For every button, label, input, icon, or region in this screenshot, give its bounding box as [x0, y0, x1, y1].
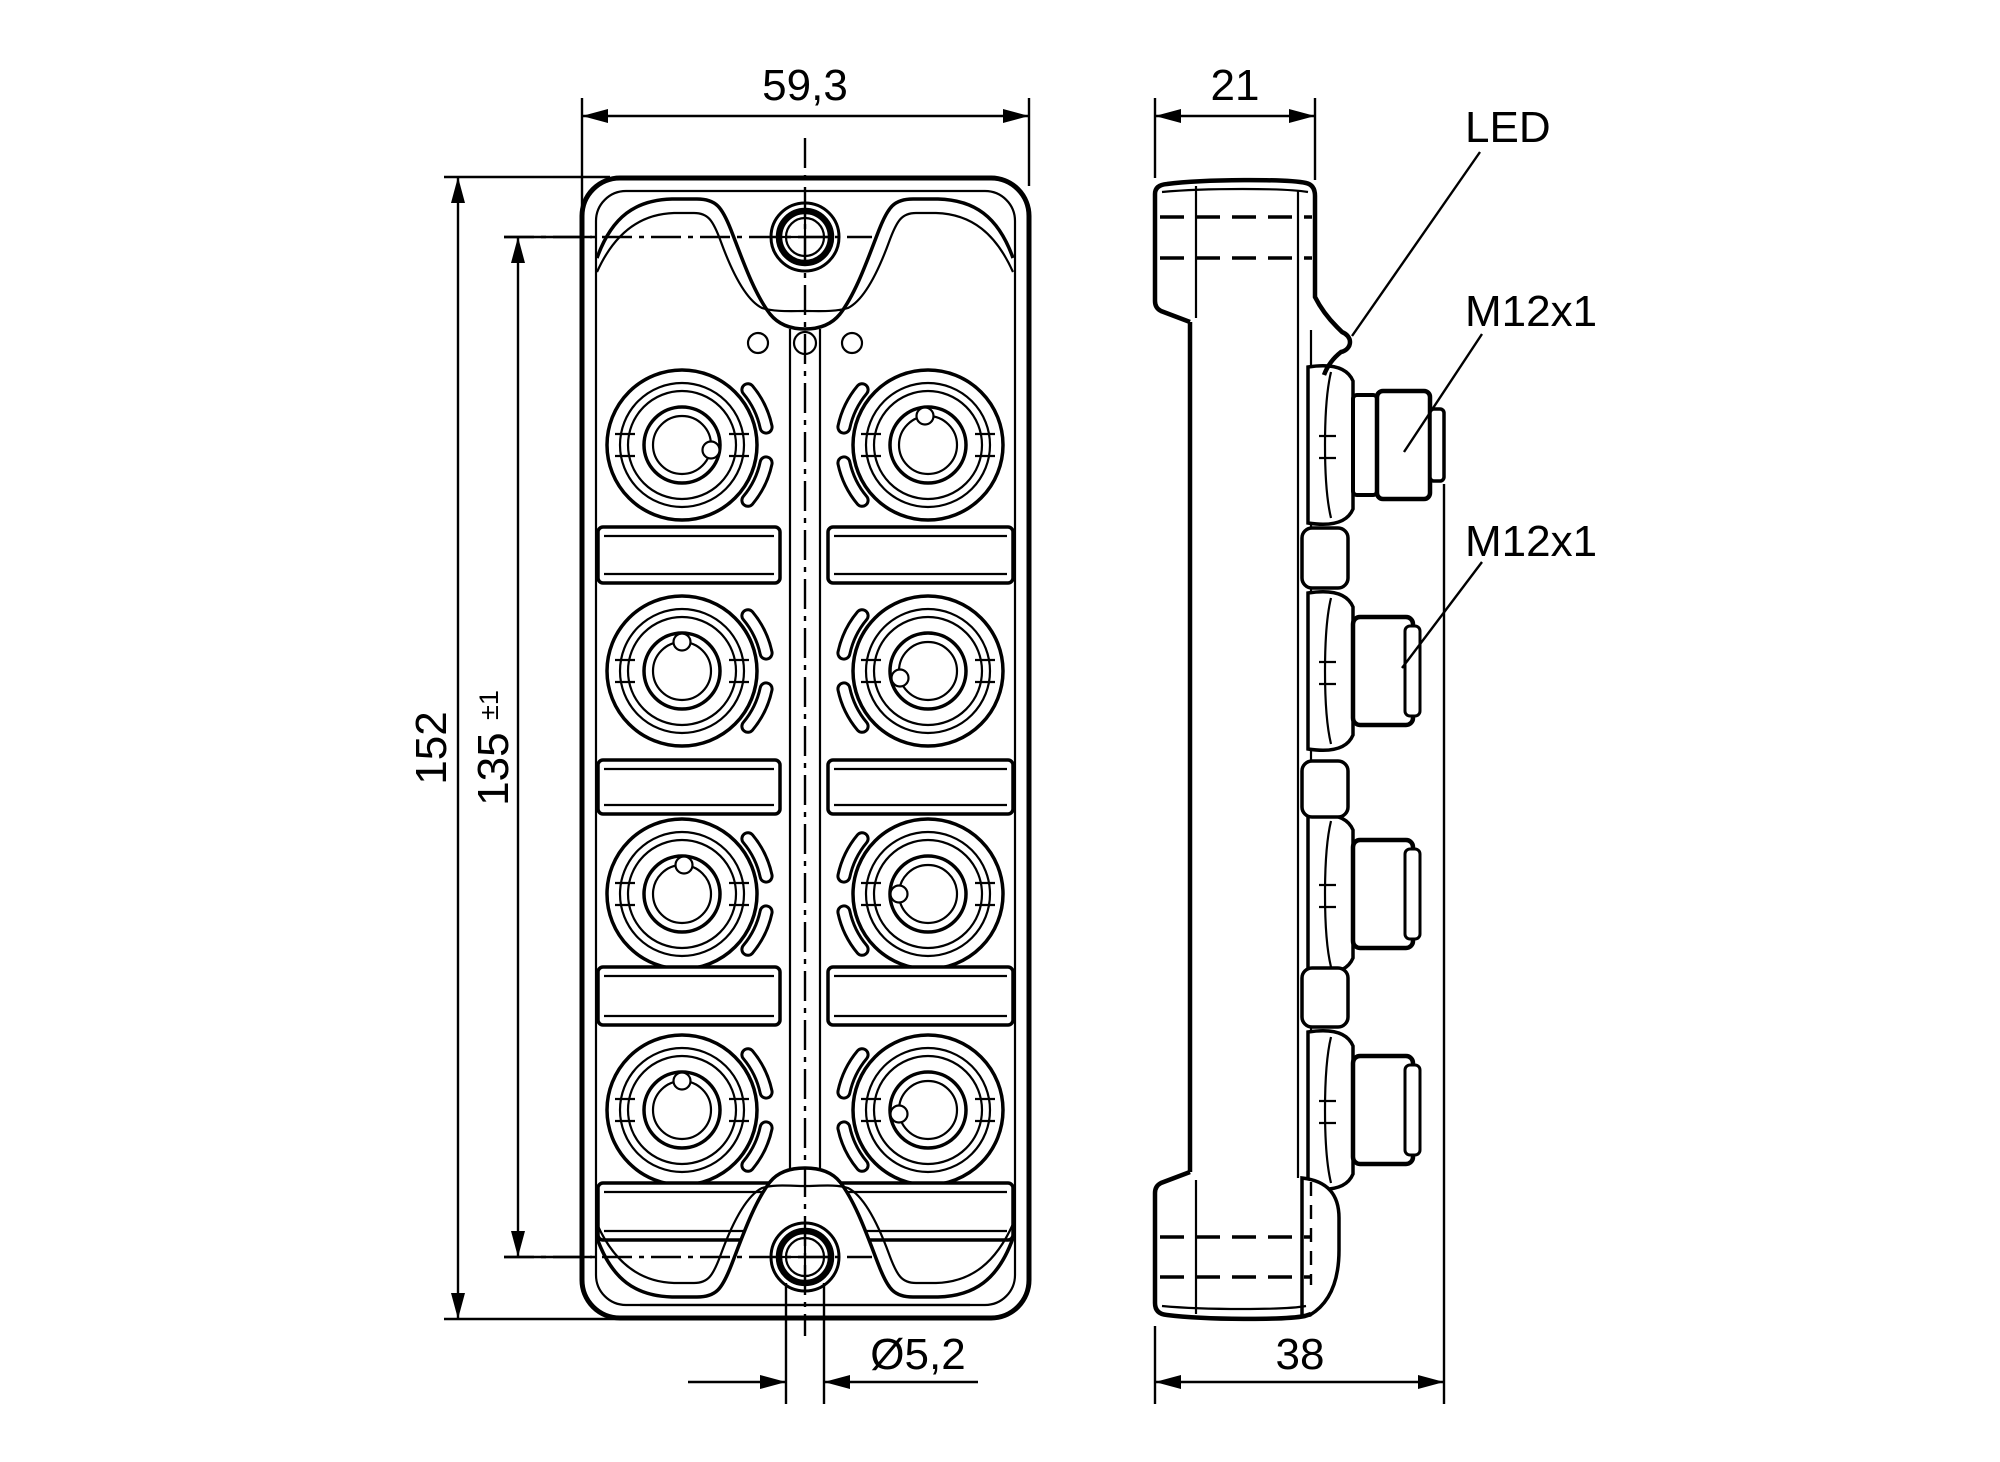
- m12-socket-row2-left: [607, 596, 766, 746]
- dim-depth-21: 21: [1153, 61, 1317, 180]
- m12-lower-leader-line: [1401, 561, 1483, 669]
- m12-socket-row1-right: [844, 370, 1003, 520]
- dim-label-width: 59,3: [762, 61, 848, 110]
- side-connector-row1-male: [1306, 364, 1446, 526]
- center-channel: [788, 329, 822, 1169]
- dim-label-hole-diameter: Ø5,2: [870, 1330, 965, 1379]
- m12-socket-row3-left: [607, 819, 766, 969]
- side-connector-row4: [1308, 1031, 1420, 1189]
- m12-socket-row2-right: [844, 596, 1003, 746]
- dim-label-hole-spacing: 135 ±1: [469, 690, 518, 806]
- label-plate-row: [596, 965, 1015, 1027]
- callout-label-m12-top: M12x1: [1465, 287, 1597, 336]
- socket-keyway-notches: [672, 406, 935, 1124]
- led-leader-line: [1351, 151, 1481, 337]
- led-indicator-icon: [746, 331, 770, 355]
- callout-m12-lower: M12x1: [1401, 517, 1597, 669]
- callout-m12-top: M12x1: [1402, 287, 1597, 453]
- side-housing-outline: [1152, 177, 1353, 1322]
- dim-height-152: 152: [407, 175, 640, 1321]
- dim-width-59-3: 59,3: [580, 61, 1031, 246]
- label-plate-row: [596, 758, 1015, 816]
- dim-hole-spacing-135: 135 ±1: [469, 235, 592, 1259]
- label-plate-row: [596, 525, 1015, 585]
- dim-label-height-overall: 152: [407, 711, 456, 784]
- led-indicator-icon: [840, 331, 864, 355]
- callout-led: LED: [1351, 103, 1551, 337]
- m12-socket-row3-right: [844, 819, 1003, 969]
- m12-socket-row1-left: [607, 370, 766, 520]
- dim-hole-diameter: Ø5,2: [688, 1283, 978, 1404]
- side-view: [1152, 177, 1446, 1322]
- label-plate-row: [596, 1181, 1015, 1242]
- dim-depth-38: 38: [1153, 484, 1446, 1404]
- dim-label-depth-overall: 38: [1276, 1330, 1325, 1379]
- m12-socket-row4-right: [844, 1035, 1003, 1185]
- label-plates: [596, 525, 1015, 1242]
- callout-label-led: LED: [1465, 103, 1551, 152]
- hidden-hole-lines: [1160, 215, 1313, 1285]
- side-connector-row3: [1308, 815, 1420, 973]
- front-view: [504, 138, 1032, 1336]
- m12-socket-grid: [607, 370, 1003, 1185]
- centerlines: [504, 138, 872, 1336]
- callout-label-m12-lower: M12x1: [1465, 517, 1597, 566]
- side-connector-row2: [1308, 592, 1420, 750]
- m12-top-leader-line: [1402, 333, 1484, 453]
- m12-socket-row4-left: [607, 1035, 766, 1185]
- dim-label-depth-housing: 21: [1211, 61, 1260, 110]
